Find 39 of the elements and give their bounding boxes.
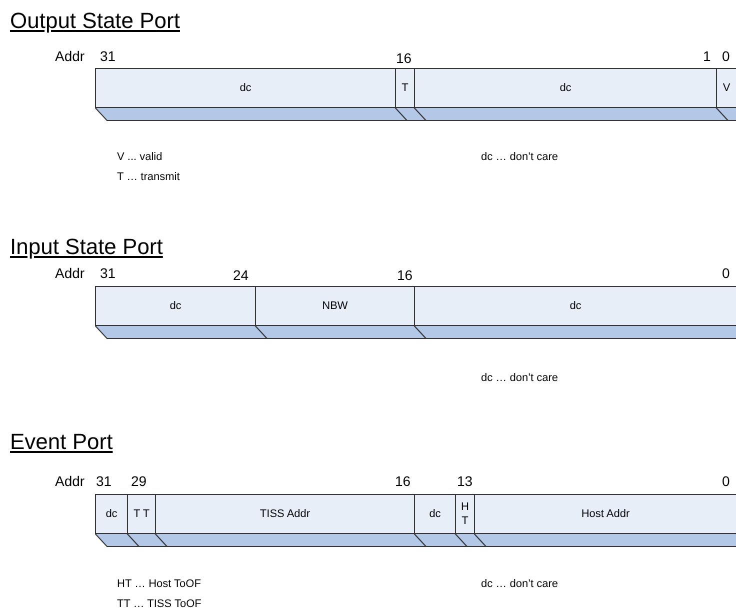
- bit-number: 16: [396, 50, 412, 66]
- bit-number: 29: [131, 473, 147, 489]
- legend-note: dc … don’t care: [481, 578, 558, 590]
- bit-field: H T: [455, 494, 475, 534]
- bit-number: 0: [722, 265, 730, 281]
- section-heading: Event Port: [10, 429, 113, 455]
- bit-number: 31: [100, 265, 116, 281]
- legend-note: T … transmit: [117, 171, 180, 183]
- legend-note: HT … Host ToOF: [117, 578, 201, 590]
- bit-number: 1: [703, 48, 711, 64]
- bit-number: 31: [100, 48, 116, 64]
- bit-field: dc: [95, 286, 256, 326]
- bit-number: 0: [722, 48, 730, 64]
- bit-number: 16: [395, 473, 411, 489]
- section-heading: Input State Port: [10, 234, 163, 260]
- bit-field: dc: [414, 286, 736, 326]
- bit-number: 16: [397, 267, 413, 283]
- legend-note: dc … don’t care: [481, 372, 558, 384]
- bit-field: dc: [414, 494, 456, 534]
- bit-number: 13: [457, 473, 473, 489]
- bit-field: dc: [414, 68, 717, 108]
- bit-field: dc: [95, 68, 396, 108]
- legend-note: V ... valid: [117, 151, 162, 163]
- bit-field: TISS Addr: [155, 494, 415, 534]
- bit-field: V: [716, 68, 736, 108]
- bit-field: NBW: [255, 286, 415, 326]
- bit-field: T T: [127, 494, 156, 534]
- bit-field: T: [395, 68, 415, 108]
- legend-note: dc … don’t care: [481, 151, 558, 163]
- bit-number: 24: [233, 267, 249, 283]
- address-label: Addr: [55, 48, 85, 64]
- legend-note: TT … TISS ToOF: [117, 598, 202, 610]
- bit-number: 31: [96, 473, 112, 489]
- bit-field: dc: [95, 494, 128, 534]
- section-heading: Output State Port: [10, 8, 180, 34]
- address-label: Addr: [55, 265, 85, 281]
- bit-number: 0: [722, 473, 730, 489]
- address-label: Addr: [55, 473, 85, 489]
- bit-field: Host Addr: [474, 494, 736, 534]
